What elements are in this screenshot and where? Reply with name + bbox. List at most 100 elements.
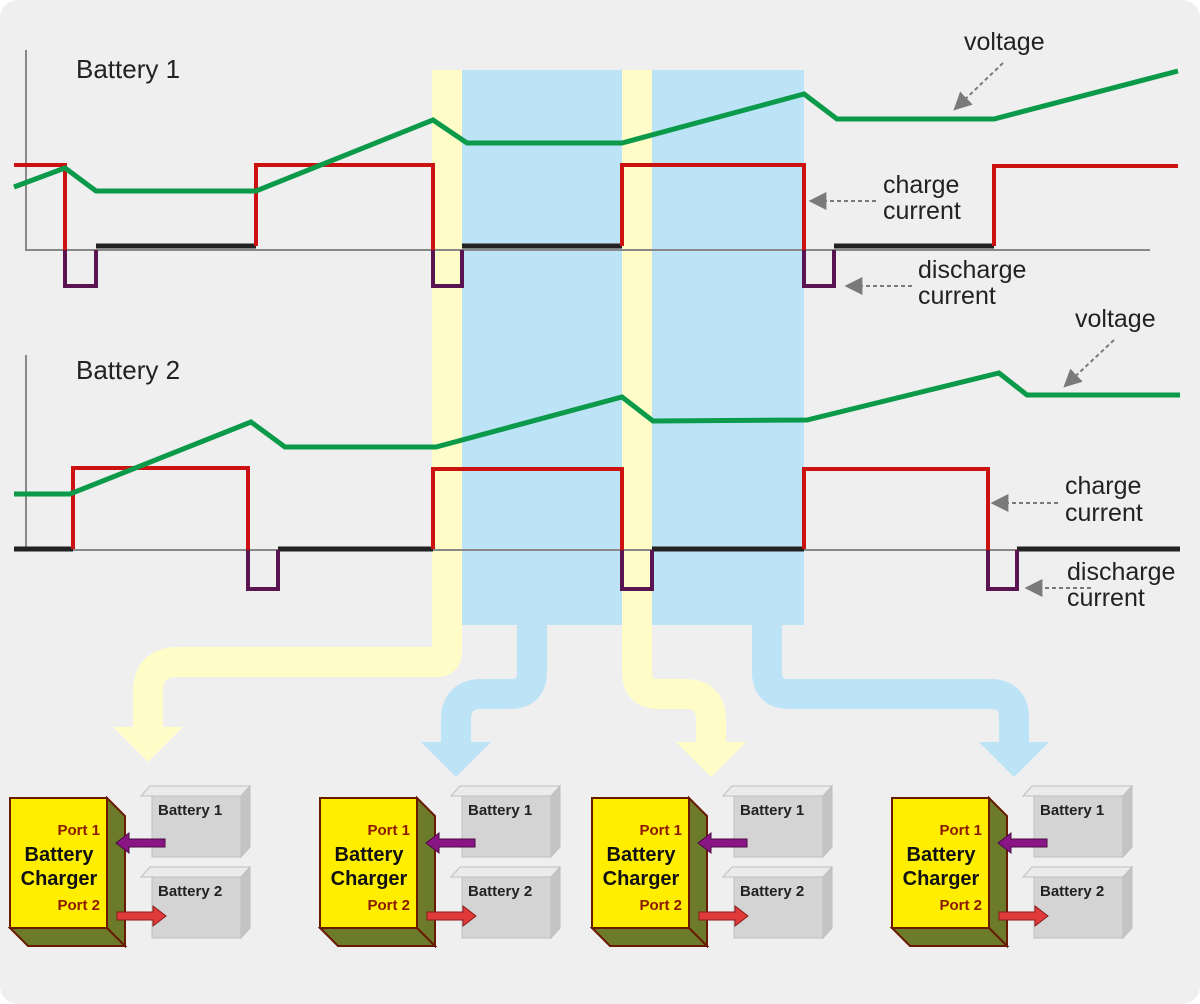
- battery2-voltage-pointer: [1063, 339, 1115, 388]
- flow-arrow-2: [441, 625, 547, 745]
- battery1-discharge-current: [63, 250, 836, 288]
- charger-face: [891, 797, 990, 929]
- port1-label: Port 1: [639, 822, 682, 839]
- band-yellow-2: [622, 70, 652, 625]
- port1-discharge-arrow: [115, 831, 166, 855]
- charger-name-line2: Charger: [331, 868, 408, 890]
- port2-label: Port 2: [57, 897, 100, 914]
- battery1-charge-label-line2: current: [883, 197, 961, 225]
- charger-unit: Battery 1 Battery 2 Port 1 Battery Charg…: [889, 784, 1134, 949]
- charger-side: [106, 795, 126, 949]
- battery2-box-label: Battery 2: [468, 883, 532, 900]
- flow-arrow-3: [622, 625, 726, 745]
- charger-face: [591, 797, 690, 929]
- flow-arrow-4: [752, 625, 1029, 745]
- charger-side: [688, 795, 708, 949]
- battery2-box-side: [1122, 865, 1133, 940]
- port1-label: Port 1: [939, 822, 982, 839]
- battery1-charge-label-line1: charge: [883, 171, 959, 199]
- port2-charge-arrow: [698, 904, 749, 928]
- battery1-box-top: [139, 785, 252, 797]
- charger-name-line1: Battery: [335, 844, 405, 866]
- battery1-box-side: [1122, 784, 1133, 859]
- battery1-box-label: Battery 1: [158, 802, 222, 819]
- battery2-box: [733, 876, 824, 939]
- charger-name-line2: Charger: [903, 868, 980, 890]
- flow-arrowhead-4: [979, 742, 1049, 777]
- charger-name-line2: Charger: [603, 868, 680, 890]
- port1-discharge-arrow: [997, 831, 1048, 855]
- battery1-discharge-label-line1: discharge: [918, 256, 1026, 284]
- battery2-box-side: [550, 865, 561, 940]
- battery1-box-side: [550, 784, 561, 859]
- charger-name-line1: Battery: [907, 844, 977, 866]
- charger-unit: Battery 1 Battery 2 Port 1 Battery Charg…: [589, 784, 834, 949]
- battery2-charge-current: [71, 466, 990, 550]
- battery2-box-label: Battery 2: [158, 883, 222, 900]
- charger-bottom: [589, 927, 710, 947]
- flow-arrowhead-1: [113, 727, 183, 762]
- charger-name-line1: Battery: [607, 844, 677, 866]
- battery1-box-label: Battery 1: [740, 802, 804, 819]
- battery2-box-top: [139, 866, 252, 878]
- battery1-box-label: Battery 1: [468, 802, 532, 819]
- battery1-box: [151, 795, 242, 858]
- charger-unit: Battery 1 Battery 2 Port 1 Battery Charg…: [317, 784, 562, 949]
- battery1-box: [1033, 795, 1124, 858]
- battery1-box: [733, 795, 824, 858]
- battery1-box: [461, 795, 552, 858]
- battery2-box-top: [449, 866, 562, 878]
- battery2-box-top: [721, 866, 834, 878]
- charger-side: [988, 795, 1008, 949]
- battery2-box: [1033, 876, 1124, 939]
- battery2-box-top: [1021, 866, 1134, 878]
- battery2-discharge-label-line2: current: [1067, 584, 1145, 612]
- battery2-title: Battery 2: [76, 355, 180, 385]
- battery2-voltage-label: voltage: [1075, 305, 1156, 333]
- flow-arrowhead-2: [421, 742, 491, 777]
- charger-face: [319, 797, 418, 929]
- port1-label: Port 1: [57, 822, 100, 839]
- battery1-discharge-label-line2: current: [918, 282, 996, 310]
- battery2-box-label: Battery 2: [1040, 883, 1104, 900]
- battery1-box-top: [721, 785, 834, 797]
- battery2-charge-label-line2: current: [1065, 499, 1143, 527]
- battery1-box-side: [240, 784, 251, 859]
- battery1-box-top: [1021, 785, 1134, 797]
- battery2-box: [461, 876, 552, 939]
- charger-name-line2: Charger: [21, 868, 98, 890]
- battery2-box: [151, 876, 242, 939]
- battery1-box-side: [822, 784, 833, 859]
- charger-bottom: [889, 927, 1010, 947]
- battery1-voltage-label: voltage: [964, 28, 1045, 56]
- battery1-charge-current: [14, 163, 1178, 250]
- port1-discharge-arrow: [697, 831, 748, 855]
- charger-bottom: [317, 927, 438, 947]
- port2-charge-arrow: [116, 904, 167, 928]
- battery1-voltage-pointer: [953, 62, 1004, 111]
- charger-face: [9, 797, 108, 929]
- battery1-traces: [13, 68, 1179, 288]
- battery2-voltage: [14, 370, 1180, 497]
- flow-arrowhead-3: [676, 742, 746, 777]
- battery2-box-side: [822, 865, 833, 940]
- battery2-box-label: Battery 2: [740, 883, 804, 900]
- port2-label: Port 2: [939, 897, 982, 914]
- port1-label: Port 1: [367, 822, 410, 839]
- band-blue-2: [652, 70, 804, 625]
- charger-side: [416, 795, 436, 949]
- charger-unit: Battery 1 Battery 2 Port 1 Battery Charg…: [7, 784, 252, 949]
- highlight-bands: [432, 70, 804, 625]
- battery2-traces: [14, 370, 1180, 591]
- band-yellow-1: [432, 70, 462, 625]
- battery2-box-side: [240, 865, 251, 940]
- flow-arrows: [113, 625, 1049, 777]
- port2-charge-arrow: [426, 904, 477, 928]
- battery1-title: Battery 1: [76, 54, 180, 84]
- port2-charge-arrow: [998, 904, 1049, 928]
- battery2-discharge-label-line1: discharge: [1067, 558, 1175, 586]
- charger-bottom: [7, 927, 128, 947]
- battery1-box-label: Battery 1: [1040, 802, 1104, 819]
